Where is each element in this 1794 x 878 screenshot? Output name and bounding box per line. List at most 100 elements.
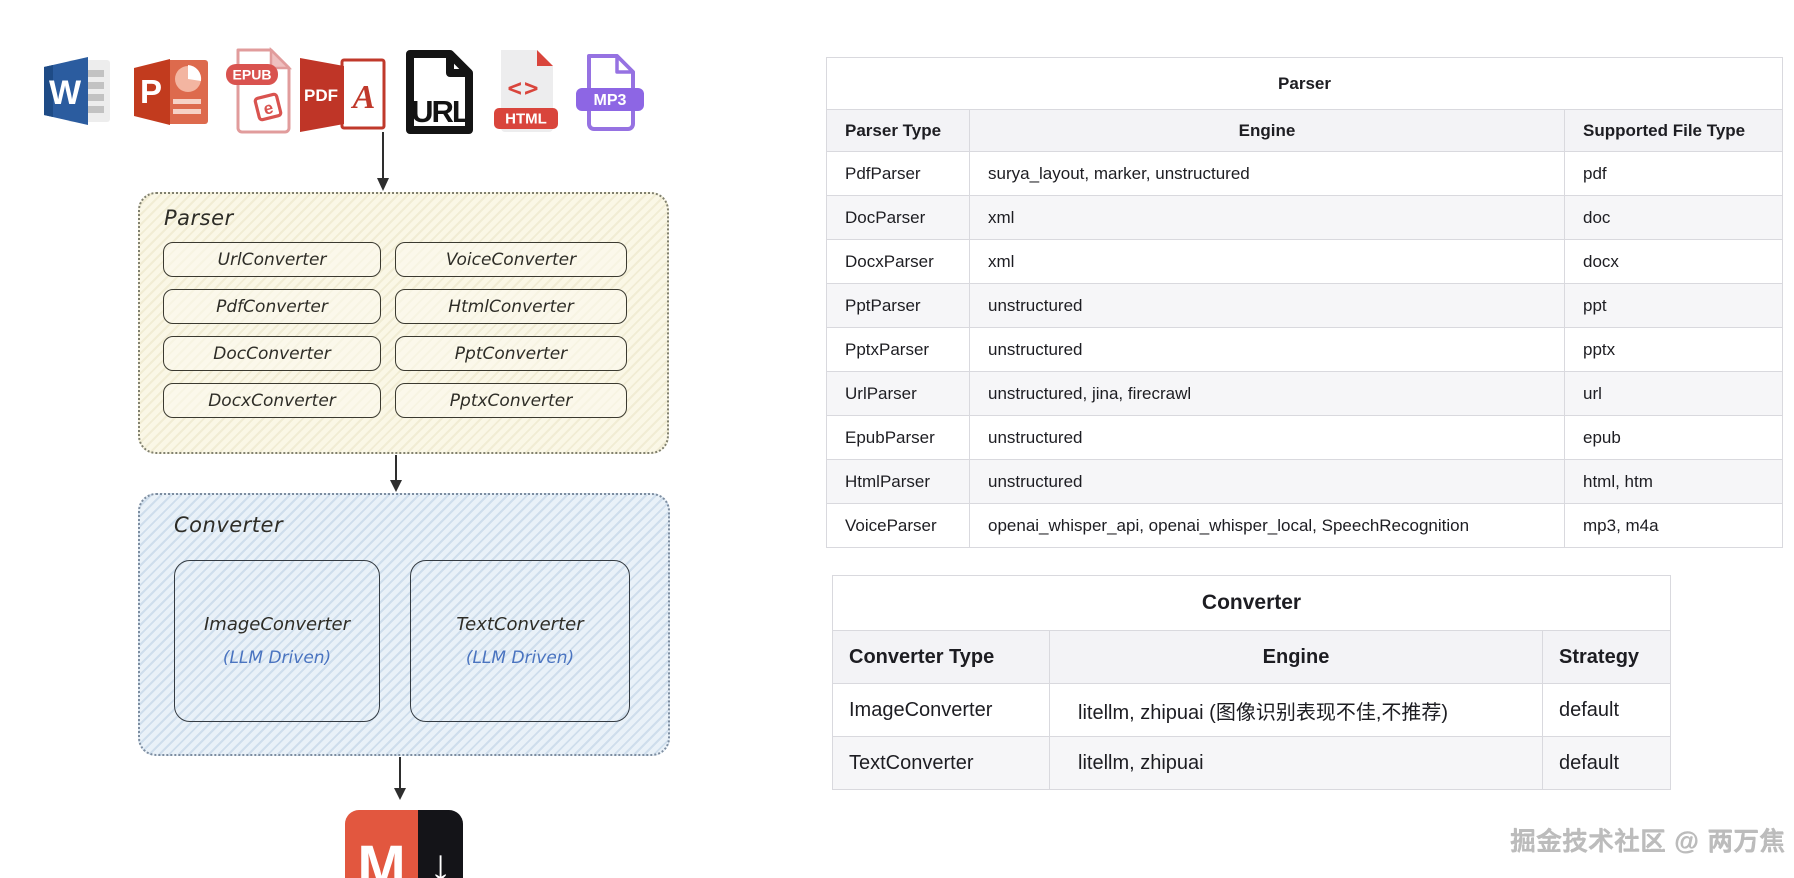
pdf-file-icon: A PDF xyxy=(300,58,386,132)
powerpoint-letter: P xyxy=(140,73,162,110)
parser-type-cell: PptxParser xyxy=(826,327,970,372)
parser-engine-cell: xml xyxy=(969,195,1565,240)
parser-pill: PptxConverter xyxy=(395,383,627,418)
parser-table: Parser Parser Type Engine Supported File… xyxy=(825,57,1784,548)
parser-group-label: Parser xyxy=(164,206,234,230)
converter-table-col-engine: Engine xyxy=(1049,630,1543,684)
html-label: HTML xyxy=(505,111,547,128)
converter-engine-cell: litellm, zhipuai (图像识别表现不佳,不推荐) xyxy=(1049,683,1543,737)
parser-type-cell: PdfParser xyxy=(826,151,970,196)
parser-engine-cell: openai_whisper_api, openai_whisper_local… xyxy=(969,503,1565,548)
markdown-down-arrow-icon: ↓ xyxy=(418,810,463,878)
converter-group-box: Converter ImageConverter (LLM Driven) Te… xyxy=(138,493,670,756)
parser-table-row: VoiceParser openai_whisper_api, openai_w… xyxy=(826,503,1784,548)
parser-table-row: EpubParser unstructured epub xyxy=(826,415,1784,460)
parser-filetype-cell: ppt xyxy=(1563,283,1784,328)
parser-pill: DocxConverter xyxy=(163,383,381,418)
converter-table-body: ImageConverter litellm, zhipuai (图像识别表现不… xyxy=(832,683,1672,790)
parser-type-cell: DocParser xyxy=(826,195,970,240)
parser-table-row: UrlParser unstructured, jina, firecrawl … xyxy=(826,371,1784,416)
markdown-m-letter: M xyxy=(345,810,419,878)
parser-pill-label: PdfConverter xyxy=(216,296,328,317)
epub-letter: e xyxy=(261,98,275,119)
parser-type-cell: HtmlParser xyxy=(826,459,970,504)
parser-engine-cell: unstructured xyxy=(969,415,1565,460)
converter-node: TextConverter (LLM Driven) xyxy=(410,560,630,722)
parser-filetype-cell: doc xyxy=(1563,195,1784,240)
converter-type-cell: TextConverter xyxy=(832,736,1050,790)
parser-engine-cell: unstructured xyxy=(969,283,1565,328)
parser-pill-label: PptConverter xyxy=(454,343,568,364)
parser-table-row: HtmlParser unstructured html, htm xyxy=(826,459,1784,504)
parser-table-row: PptxParser unstructured pptx xyxy=(826,327,1784,372)
mp3-label: MP3 xyxy=(594,92,627,109)
converter-strategy-cell: default xyxy=(1541,736,1672,790)
converter-node-title: TextConverter xyxy=(456,614,584,635)
parser-table-col-type: Parser Type xyxy=(826,109,970,152)
parser-filetype-cell: docx xyxy=(1563,239,1784,284)
parser-table-col-filetype: Supported File Type xyxy=(1563,109,1784,152)
html-code-glyph: <> xyxy=(508,74,541,102)
url-file-icon: URL xyxy=(406,50,473,134)
parser-engine-cell: unstructured xyxy=(969,327,1565,372)
converter-table-row: TextConverter litellm, zhipuai default xyxy=(832,736,1672,790)
converter-node-subtitle: (LLM Driven) xyxy=(222,648,332,668)
converter-engine-cell: litellm, zhipuai xyxy=(1049,736,1543,790)
pdf-label: PDF xyxy=(304,86,338,105)
markdown-file-icon: M ↓ xyxy=(345,810,463,878)
parser-type-cell: DocxParser xyxy=(826,239,970,284)
converter-table-col-strategy: Strategy xyxy=(1541,630,1672,684)
epub-file-icon: e EPUB xyxy=(226,46,293,134)
arrow-parser-to-converter xyxy=(390,455,402,492)
parser-pill-grid: UrlConverter VoiceConverter PdfConverter… xyxy=(163,242,627,418)
html-file-icon: <> HTML xyxy=(494,50,558,132)
converter-strategy-cell: default xyxy=(1541,683,1672,737)
parser-pill: VoiceConverter xyxy=(395,242,627,277)
watermark: 掘金技术社区 @ 两万焦 xyxy=(1510,828,1786,856)
arrow-converter-to-markdown xyxy=(394,757,406,800)
parser-pill: PdfConverter xyxy=(163,289,381,324)
parser-pill: PptConverter xyxy=(395,336,627,371)
word-file-icon: W xyxy=(44,57,110,125)
converter-table: Converter Converter Type Engine Strategy… xyxy=(831,575,1672,790)
parser-engine-cell: surya_layout, marker, unstructured xyxy=(969,151,1565,196)
parser-type-cell: VoiceParser xyxy=(826,503,970,548)
parser-table-row: PptParser unstructured ppt xyxy=(826,283,1784,328)
parser-filetype-cell: url xyxy=(1563,371,1784,416)
parser-table-col-engine: Engine xyxy=(969,109,1565,152)
parser-filetype-cell: pptx xyxy=(1563,327,1784,372)
url-label: URL xyxy=(411,94,470,129)
parser-table-row: PdfParser surya_layout, marker, unstruct… xyxy=(826,151,1784,196)
converter-table-row: ImageConverter litellm, zhipuai (图像识别表现不… xyxy=(832,683,1672,737)
parser-type-cell: UrlParser xyxy=(826,371,970,416)
word-letter: W xyxy=(49,74,82,112)
converter-group-label: Converter xyxy=(174,513,284,537)
parser-type-cell: EpubParser xyxy=(826,415,970,460)
parser-pill: UrlConverter xyxy=(163,242,381,277)
powerpoint-file-icon: P xyxy=(134,59,208,125)
parser-filetype-cell: mp3, m4a xyxy=(1563,503,1784,548)
converter-node: ImageConverter (LLM Driven) xyxy=(174,560,380,722)
parser-pill-label: DocxConverter xyxy=(208,390,336,411)
parser-type-cell: PptParser xyxy=(826,283,970,328)
parser-pill-label: PptxConverter xyxy=(449,390,573,411)
converter-table-title: Converter xyxy=(831,575,1672,631)
epub-badge: EPUB xyxy=(233,67,272,83)
parser-pill: DocConverter xyxy=(163,336,381,371)
parser-engine-cell: xml xyxy=(969,239,1565,284)
parser-engine-cell: unstructured, jina, firecrawl xyxy=(969,371,1565,416)
parser-pill-label: DocConverter xyxy=(213,343,331,364)
parser-filetype-cell: pdf xyxy=(1563,151,1784,196)
pdf-adobe-a: A xyxy=(351,79,376,116)
arrow-icons-to-parser xyxy=(377,132,389,191)
parser-group-box: Parser UrlConverter VoiceConverter PdfCo… xyxy=(138,192,669,454)
converter-node-subtitle: (LLM Driven) xyxy=(465,648,575,668)
parser-pill-label: UrlConverter xyxy=(217,249,327,270)
converter-node-title: ImageConverter xyxy=(203,614,351,635)
parser-pill-label: HtmlConverter xyxy=(448,296,574,317)
converter-table-col-type: Converter Type xyxy=(832,630,1050,684)
parser-filetype-cell: html, htm xyxy=(1563,459,1784,504)
parser-table-title: Parser xyxy=(825,57,1784,110)
mp3-file-icon: MP3 xyxy=(576,54,644,131)
